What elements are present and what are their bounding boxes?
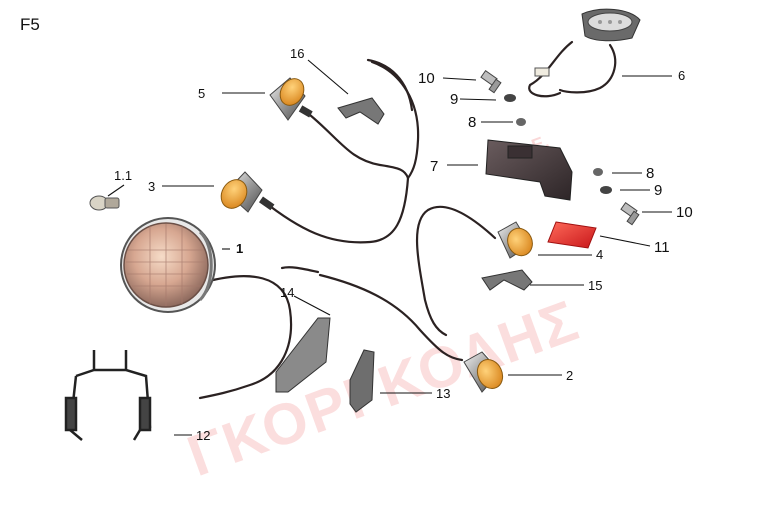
callout-1-1: 1.1 [114,168,132,183]
figure-code: F5 [20,15,40,34]
bolt-10-left [480,70,502,94]
callout-13: 13 [436,386,450,401]
bolt-10-right [620,202,640,226]
turn-signal-5 [269,77,313,121]
turn-signal-3 [220,171,275,213]
signal-bracket-16 [337,97,385,125]
callout-8-left: 8 [468,114,476,131]
callout-9-left: 9 [450,91,458,108]
plate-bracket [485,139,573,201]
turn-signal-2 [463,351,504,393]
callout-15: 15 [588,278,602,293]
headlight [120,217,216,313]
callout-6: 6 [678,68,685,83]
callout-16: 16 [290,46,304,61]
callout-9-right: 9 [654,182,662,199]
signal-bracket-15 [481,269,533,291]
callout-7: 7 [430,158,438,175]
wiring [198,40,617,400]
tail-light [534,8,641,77]
headlight-bulb [89,195,120,211]
washer-8-right [593,168,603,176]
headlight-mount [64,350,152,441]
callouts: 1 1.1 2 3 4 5 6 7 8 8 9 9 10 10 11 12 13… [114,46,693,443]
callout-14: 14 [280,285,294,300]
callout-5: 5 [198,86,205,101]
callout-11: 11 [654,239,670,256]
callout-1: 1 [236,241,243,256]
callout-10-left: 10 [418,70,435,87]
turn-signal-4 [497,221,533,259]
callout-3: 3 [148,179,155,194]
washer-9-right [600,186,612,194]
side-bracket-13 [349,349,375,413]
washer-8-left [516,118,526,126]
washer-9-left [504,94,516,102]
callout-10-right: 10 [676,204,693,221]
rear-reflector [547,221,597,249]
leader-lines [107,59,672,436]
callout-12: 12 [196,428,210,443]
callout-2: 2 [566,368,573,383]
callout-4: 4 [596,247,603,262]
callout-8-right: 8 [646,165,654,182]
side-bracket-14 [275,317,331,393]
